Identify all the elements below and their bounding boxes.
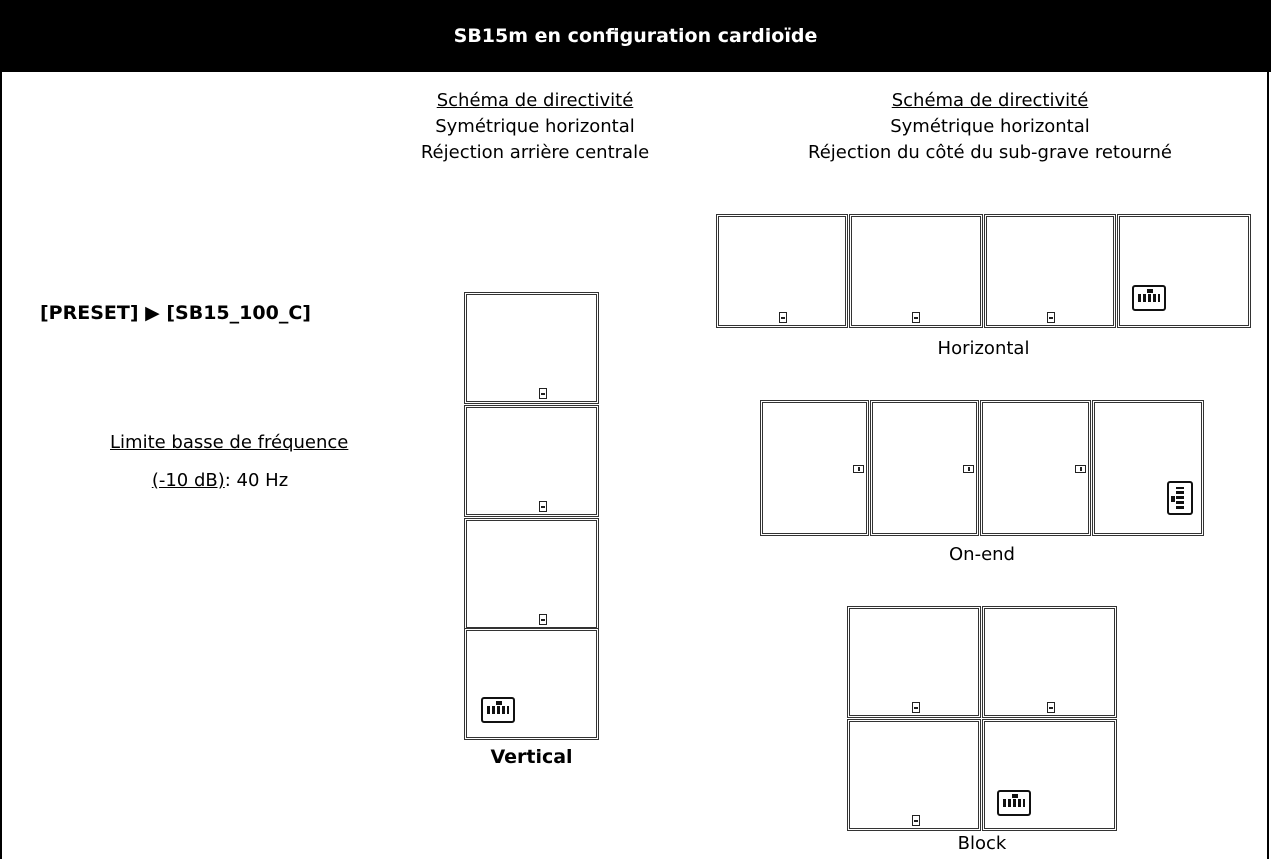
subwoofer-cabinet bbox=[847, 719, 981, 831]
freq-limit-label: Limite basse de fréquence bbox=[110, 430, 348, 456]
page-title: SB15m en configuration cardioïde bbox=[0, 0, 1271, 72]
right-heading-line1: Symétrique horizontal bbox=[890, 116, 1090, 137]
block-caption: Block bbox=[957, 833, 1007, 854]
left-heading-line2: Réjection arrière centrale bbox=[420, 142, 650, 163]
subwoofer-cabinet bbox=[760, 400, 869, 536]
handle-icon bbox=[539, 388, 547, 399]
subwoofer-cabinet bbox=[464, 518, 599, 630]
freq-limit-prefix: (-10 dB) bbox=[151, 470, 225, 491]
subwoofer-cabinet bbox=[847, 606, 981, 718]
onend-caption: On-end bbox=[949, 544, 1015, 565]
subwoofer-cabinet bbox=[980, 400, 1091, 536]
subwoofer-cabinet bbox=[464, 405, 599, 517]
handle-icon bbox=[912, 702, 920, 713]
subwoofer-cabinet bbox=[849, 214, 983, 328]
right-heading-title: Schéma de directivité bbox=[891, 90, 1089, 111]
handle-icon bbox=[1075, 465, 1086, 473]
subwoofer-cabinet-reversed bbox=[464, 628, 599, 740]
right-column-heading: Schéma de directivité Symétrique horizon… bbox=[760, 88, 1220, 166]
logo-badge-icon bbox=[1167, 481, 1193, 515]
subwoofer-cabinet bbox=[464, 292, 599, 404]
handle-icon bbox=[912, 815, 920, 826]
subwoofer-cabinet bbox=[716, 214, 848, 328]
left-heading-title: Schéma de directivité bbox=[436, 90, 634, 111]
handle-icon bbox=[779, 312, 787, 323]
subwoofer-cabinet-reversed bbox=[1117, 214, 1251, 328]
freq-limit-value: : 40 Hz bbox=[224, 470, 289, 491]
handle-icon bbox=[1047, 312, 1055, 323]
logo-badge-icon bbox=[481, 697, 515, 723]
freq-limit-heading: Limite basse de fréquence bbox=[110, 432, 349, 453]
left-column-heading: Schéma de directivité Symétrique horizon… bbox=[390, 88, 680, 166]
handle-icon bbox=[912, 312, 920, 323]
freq-limit-value-line: (-10 dB): 40 Hz bbox=[110, 468, 330, 494]
preset-label: [PRESET] ▶ [SB15_100_C] bbox=[40, 302, 311, 324]
logo-badge-icon bbox=[1132, 285, 1166, 311]
horizontal-caption: Horizontal bbox=[937, 338, 1030, 359]
right-heading-line2: Réjection du côté du sub-grave retourné bbox=[808, 142, 1172, 163]
handle-icon bbox=[1047, 702, 1055, 713]
logo-badge-icon bbox=[997, 790, 1031, 816]
subwoofer-cabinet-reversed bbox=[1092, 400, 1204, 536]
left-heading-line1: Symétrique horizontal bbox=[435, 116, 635, 137]
handle-icon bbox=[539, 501, 547, 512]
subwoofer-cabinet bbox=[870, 400, 979, 536]
subwoofer-cabinet bbox=[984, 214, 1116, 328]
handle-icon bbox=[853, 465, 864, 473]
subwoofer-cabinet bbox=[982, 606, 1117, 718]
handle-icon bbox=[963, 465, 974, 473]
subwoofer-cabinet-reversed bbox=[982, 719, 1117, 831]
handle-icon bbox=[539, 614, 547, 625]
vertical-caption: Vertical bbox=[490, 746, 573, 768]
